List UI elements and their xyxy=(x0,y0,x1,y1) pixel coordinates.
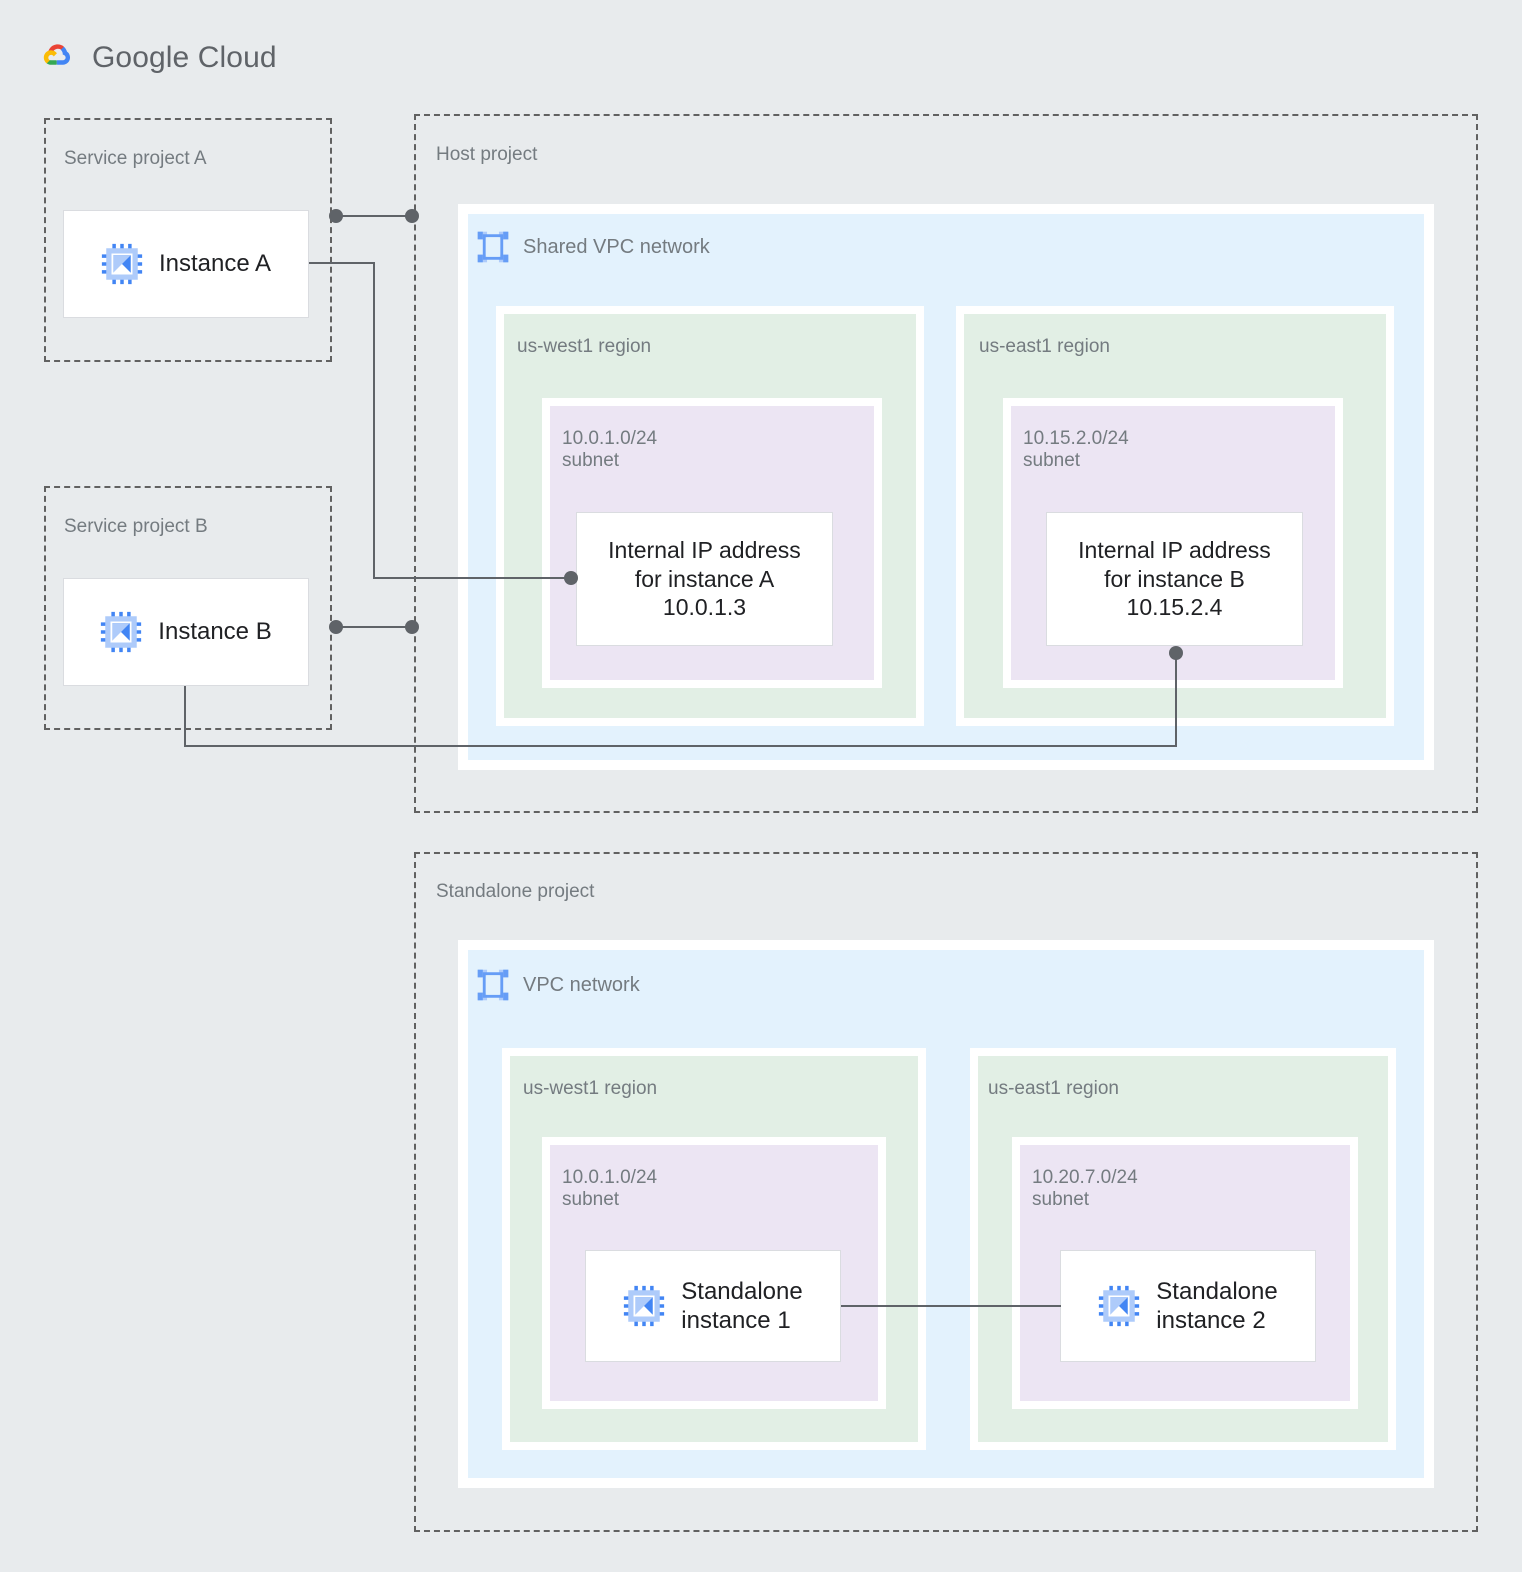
instance-b-box[interactable]: Instance B xyxy=(63,578,309,686)
standalone-vpc-network-header: VPC network xyxy=(476,968,640,1002)
connector-standalone-1-to-2 xyxy=(841,1305,1061,1307)
instance-a-label: Instance A xyxy=(158,250,272,278)
service-project-a-container xyxy=(44,118,332,362)
host-project-container xyxy=(414,114,1478,813)
internal-ip-instance-b-label: Internal IP address for instance B 10.15… xyxy=(1078,536,1271,621)
connector-instance-a-segment-3 xyxy=(373,577,571,579)
connector-instance-b-segment-1 xyxy=(184,686,186,747)
standalone-project-label: Standalone project xyxy=(436,881,595,902)
standalone-instance-1-box[interactable]: Standalone instance 1 xyxy=(585,1250,841,1362)
internal-ip-instance-a-box: Internal IP address for instance A 10.0.… xyxy=(576,512,833,646)
compute-instance-icon xyxy=(1099,1285,1140,1327)
service-project-b-label: Service project B xyxy=(64,516,208,537)
instance-a-box[interactable]: Instance A xyxy=(63,210,309,318)
brand-name-google: Google xyxy=(92,41,190,74)
host-subnet-10-15-2-0-24-label: 10.15.2.0/24 subnet xyxy=(1023,428,1129,472)
shared-vpc-network-label: Shared VPC network xyxy=(523,235,710,258)
standalone-subnet-10-0-1-0-24-label: 10.0.1.0/24 subnet xyxy=(562,1167,658,1211)
service-project-a-label: Service project A xyxy=(64,148,207,169)
connector-endpoint-dot xyxy=(329,209,343,223)
compute-instance-icon xyxy=(624,1285,665,1327)
host-region-us-west1-label: us-west1 region xyxy=(517,336,652,357)
connector-instance-b-segment-2 xyxy=(184,745,1177,747)
compute-instance-icon xyxy=(101,243,143,285)
vpc-network-icon xyxy=(477,231,509,263)
connector-endpoint-dot xyxy=(1169,646,1183,660)
connector-service-b-to-host-boundary xyxy=(336,626,414,628)
shared-vpc-network-header: Shared VPC network xyxy=(476,230,710,264)
standalone-region-us-east1-label: us-east1 region xyxy=(988,1078,1119,1099)
compute-instance-icon xyxy=(101,611,142,653)
internal-ip-instance-a-label: Internal IP address for instance A 10.0.… xyxy=(608,536,801,621)
connector-instance-b-segment-3 xyxy=(1175,653,1177,745)
service-project-b-container xyxy=(44,486,332,730)
brand-name-cloud: Cloud xyxy=(197,41,277,74)
standalone-region-us-west1-label: us-west1 region xyxy=(523,1078,658,1099)
standalone-project-container xyxy=(414,852,1478,1532)
vpc-network-icon xyxy=(477,969,509,1001)
instance-b-label: Instance B xyxy=(158,618,272,646)
connector-instance-a-segment-2 xyxy=(373,262,375,579)
standalone-instance-1-label: Standalone instance 1 xyxy=(681,1277,803,1334)
google-cloud-logo-lockup: Google Cloud xyxy=(34,36,277,80)
host-subnet-10-0-1-0-24-label: 10.0.1.0/24 subnet xyxy=(562,428,658,472)
brand-wordmark: Google Cloud xyxy=(92,41,277,75)
connector-endpoint-dot xyxy=(405,209,419,223)
connector-endpoint-dot xyxy=(405,620,419,634)
connector-service-a-to-host-boundary xyxy=(336,215,414,217)
standalone-subnet-10-20-7-0-24-label: 10.20.7.0/24 subnet xyxy=(1032,1167,1138,1211)
standalone-instance-2-box[interactable]: Standalone instance 2 xyxy=(1060,1250,1316,1362)
connector-endpoint-dot xyxy=(329,620,343,634)
standalone-instance-2-label: Standalone instance 2 xyxy=(1156,1277,1278,1334)
host-project-label: Host project xyxy=(436,144,538,165)
connector-instance-a-segment-1 xyxy=(309,262,375,264)
host-region-us-east1-label: us-east1 region xyxy=(979,336,1110,357)
internal-ip-instance-b-box: Internal IP address for instance B 10.15… xyxy=(1046,512,1303,646)
connector-endpoint-dot xyxy=(564,571,578,585)
standalone-vpc-network-label: VPC network xyxy=(523,973,640,996)
google-cloud-logo-icon xyxy=(43,44,71,65)
